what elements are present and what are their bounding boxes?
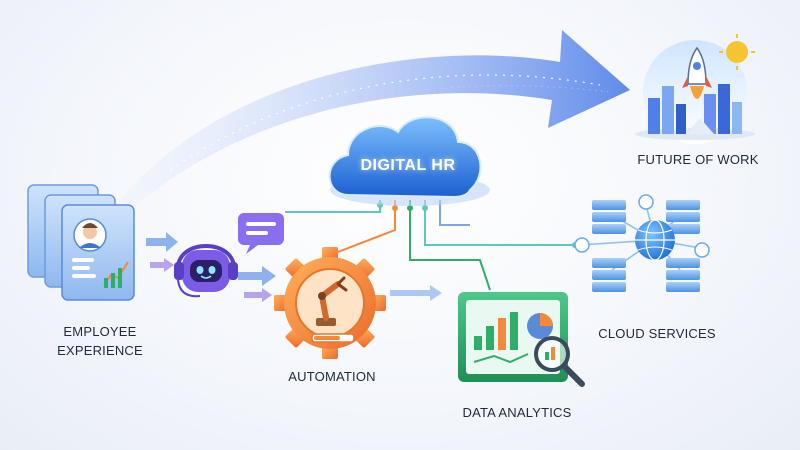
data-analytics-label: DATA ANALYTICS [462,405,572,420]
cloud-icon [328,116,490,206]
chat-bubble-icon [238,213,284,254]
employee-experience-label: EMPLOYEE EXPERIENCE [30,322,170,360]
globe-icon [635,219,675,261]
robot-arm-icon [316,276,348,326]
cloud-services-label: CLOUD SERVICES [598,326,716,341]
employee-cards-icon [27,184,135,301]
flow-arrows [146,232,442,302]
chatbot-icon [174,244,238,298]
digital-hr-title: DIGITAL HR [360,157,456,174]
magnifier-icon [534,336,585,387]
future-of-work-label: FUTURE OF WORK [637,152,759,167]
sun-icon [719,34,755,70]
progress-arrow [120,30,630,210]
automation-gear-icon [274,247,386,359]
employee-experience-line1: EMPLOYEE [63,324,137,339]
automation-label: AUTOMATION [288,369,376,384]
rocket-icon [682,46,712,99]
employee-experience-line2: EXPERIENCE [57,343,143,358]
